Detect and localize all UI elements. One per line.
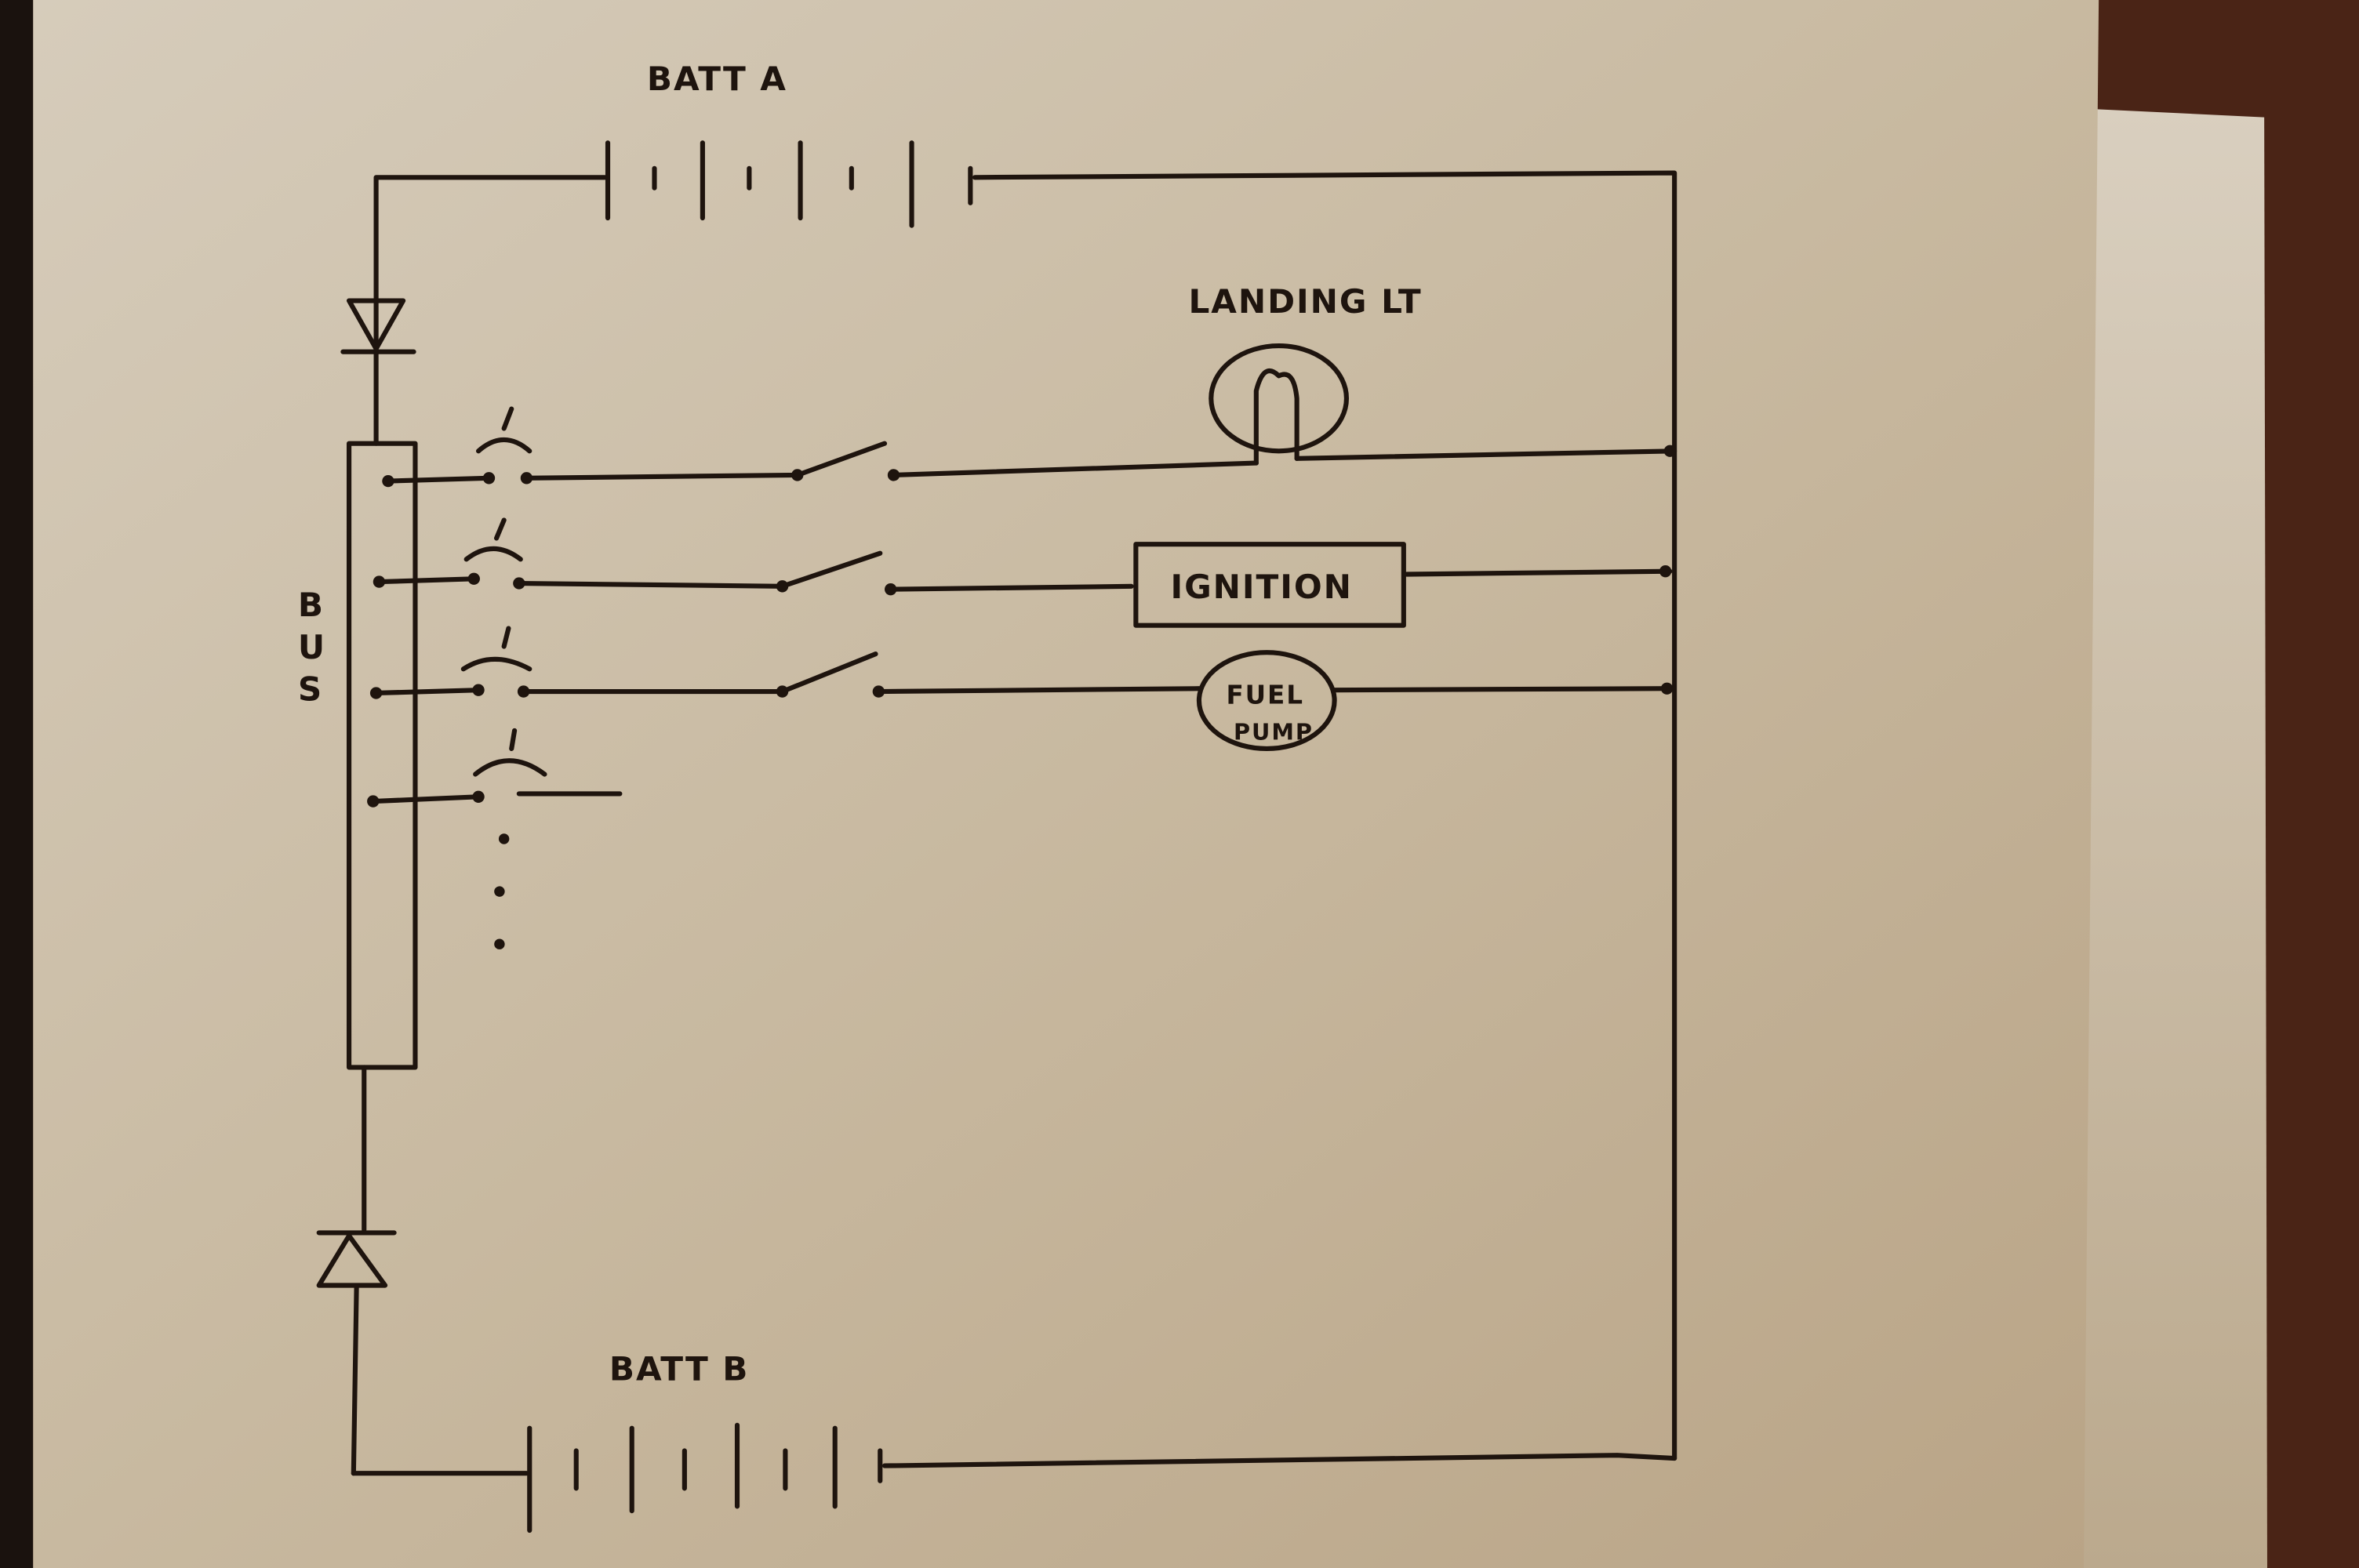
bus-bar: B U S <box>298 441 418 1070</box>
diode-b <box>316 1065 397 1476</box>
back-paper-sheet <box>2076 108 2267 1568</box>
ignition-label: IGNITION <box>1170 568 1352 606</box>
batt-a-label: BATT A <box>647 60 787 98</box>
diode-a <box>340 298 416 446</box>
paper-sheet <box>33 0 2099 1568</box>
battery-a: BATT A <box>373 60 1677 1461</box>
bus-label-s: S <box>298 670 323 709</box>
battery-b: BATT B <box>351 1349 1677 1534</box>
left-shadow <box>0 0 34 1568</box>
branch-landing-light: LANDING LT <box>382 282 1677 488</box>
branch-ignition: IGNITION <box>373 517 1673 628</box>
bus-label-u: U <box>298 628 326 666</box>
batt-b-label: BATT B <box>609 1349 749 1388</box>
fuel-pump-label-line2: PUMP <box>1234 718 1314 745</box>
bus-label-b: B <box>298 586 325 624</box>
branch-spare <box>367 728 623 949</box>
branch-fuel-pump: FUEL PUMP <box>369 626 1674 752</box>
fuel-pump-label-line1: FUEL <box>1226 680 1303 710</box>
landing-light-label: LANDING LT <box>1189 282 1423 321</box>
